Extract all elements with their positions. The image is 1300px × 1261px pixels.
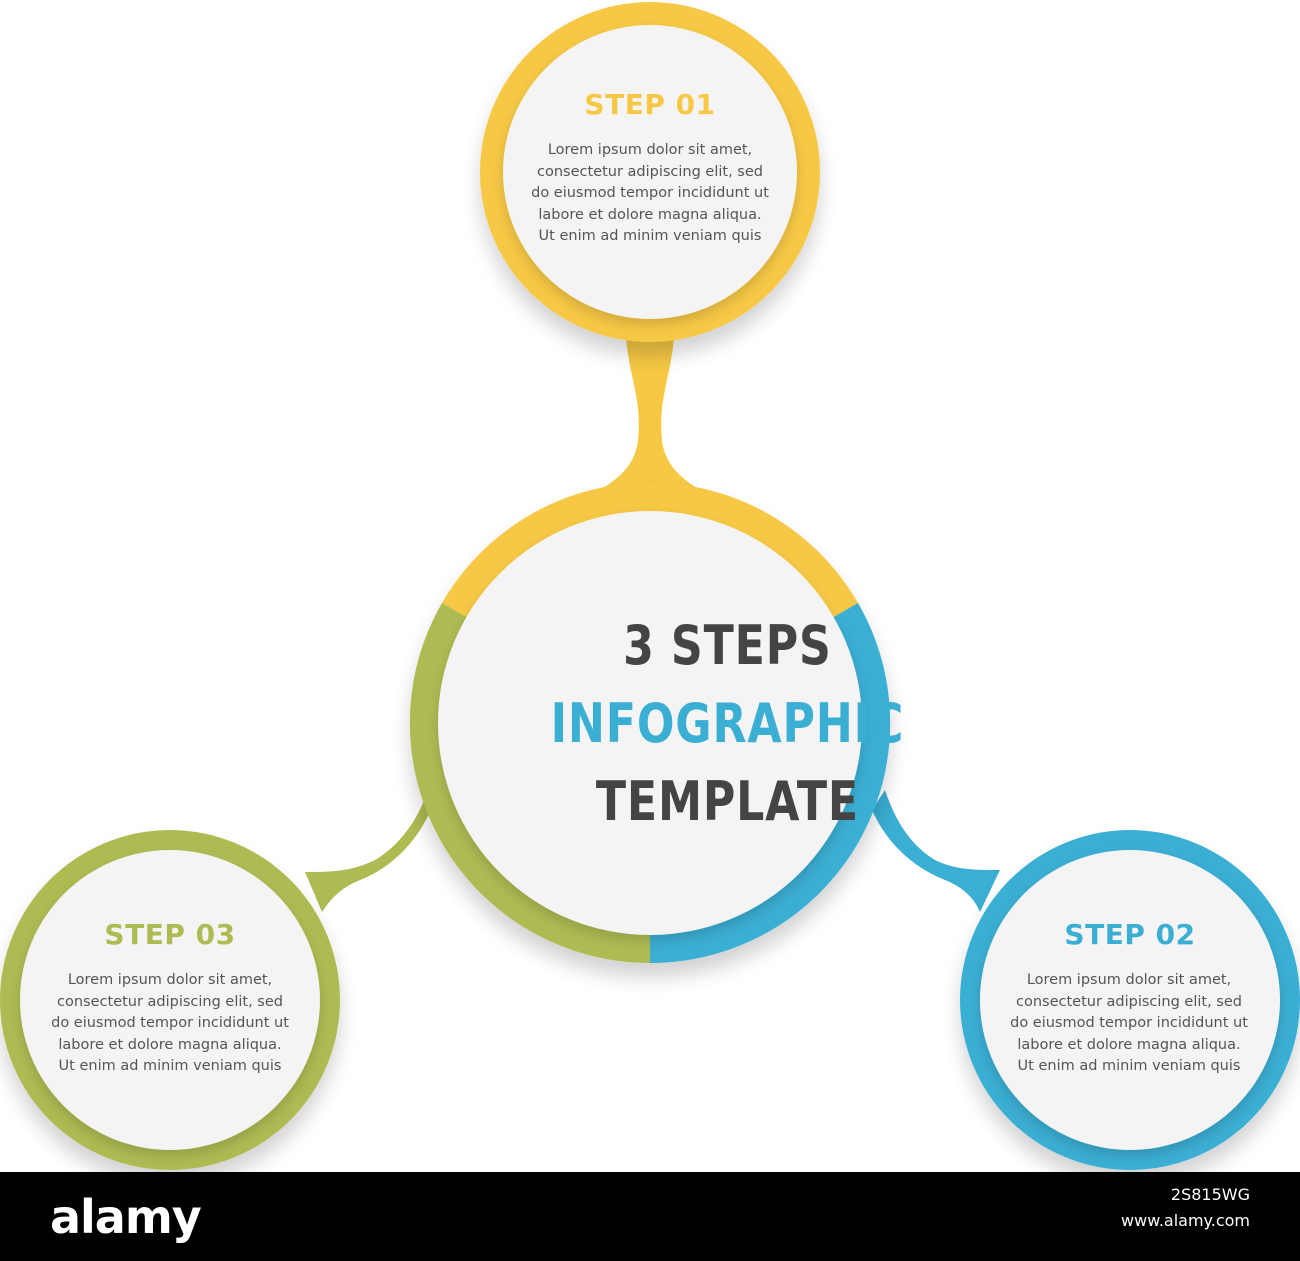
- step-02-line: Ut enim ad minim veniam quis: [1017, 1058, 1241, 1075]
- step-03-circle: [0, 830, 340, 1170]
- watermark-footer: alamy 2S815WG www.alamy.com: [0, 1172, 1300, 1261]
- step-01-description: Lorem ipsum dolor sit amet, consectetur …: [531, 140, 769, 248]
- step-02-circle: [960, 830, 1300, 1170]
- step-01-line: consectetur adipiscing elit, sed: [536, 163, 763, 180]
- step-02-title: STEP 02: [1064, 918, 1196, 951]
- center-title-line-3: TEMPLATE: [595, 770, 859, 833]
- step-03-line: Lorem ipsum dolor sit amet,: [67, 972, 273, 988]
- step-01-line: do eiusmod tempor incididunt ut: [531, 185, 769, 202]
- step-02-description: Lorem ipsum dolor sit amet, consectetur …: [1010, 970, 1248, 1078]
- three-steps-diagram: [0, 2, 1300, 1170]
- center-title-line-1: 3 STEPS: [623, 614, 832, 677]
- step-02-line: do eiusmod tempor incididunt ut: [1010, 1015, 1248, 1032]
- step-03-description: Lorem ipsum dolor sit amet, consectetur …: [51, 970, 289, 1078]
- site-url: www.alamy.com: [1121, 1211, 1250, 1230]
- step-03-line: do eiusmod tempor incididunt ut: [51, 1015, 289, 1032]
- step-01-line: Ut enim ad minim veniam quis: [538, 228, 762, 245]
- step-02-line: labore et dolore magna aliqua.: [1017, 1036, 1241, 1053]
- step-01-circle: [480, 2, 820, 342]
- step-03-line: consectetur adipiscing elit, sed: [56, 993, 283, 1010]
- step-01-line: Lorem ipsum dolor sit amet,: [547, 142, 753, 158]
- step-03-line: Ut enim ad minim veniam quis: [58, 1058, 282, 1075]
- image-credit: 2S815WG www.alamy.com: [1121, 1182, 1250, 1234]
- step-02-line: consectetur adipiscing elit, sed: [1015, 993, 1242, 1010]
- step-02-line: Lorem ipsum dolor sit amet,: [1026, 972, 1232, 988]
- connector-step-01: [585, 338, 715, 498]
- alamy-logo: alamy: [50, 1190, 202, 1244]
- step-01-title: STEP 01: [584, 88, 716, 121]
- connector-step-03: [305, 790, 430, 912]
- step-03-title: STEP 03: [104, 918, 236, 951]
- step-01-line: labore et dolore magna aliqua.: [538, 206, 762, 223]
- center-title-line-2: INFOGRAPHIC: [550, 692, 905, 755]
- center-inner-circle: [438, 511, 862, 935]
- connector-step-02: [872, 790, 1000, 912]
- image-id: 2S815WG: [1170, 1185, 1250, 1204]
- step-03-line: labore et dolore magna aliqua.: [58, 1036, 282, 1053]
